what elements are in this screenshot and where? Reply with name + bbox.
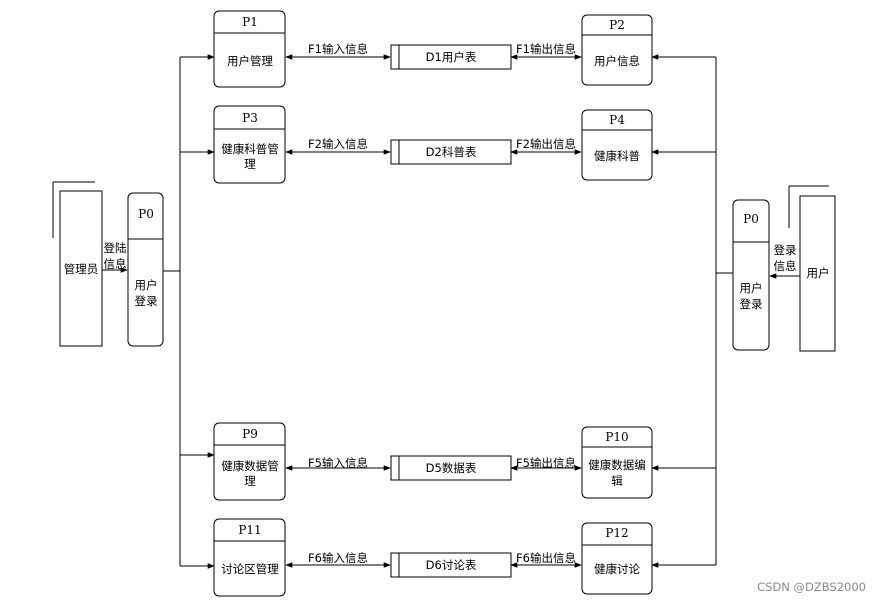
right-login-id: P0 [743, 212, 759, 226]
process-p9-name-line2: 理 [244, 474, 256, 488]
right-login-process: P0 用户 登录 [732, 199, 770, 351]
process-p9: P9 健康数据管 理 [213, 422, 286, 501]
flow-f6-in: F6输入信息 [308, 551, 368, 565]
right-login-name-line2: 登录 [740, 297, 763, 311]
datastore-d2: D2科普表 [390, 139, 512, 165]
admin-login-flow-line1: 登陆 [104, 241, 127, 255]
process-p2: P2 用户信息 [581, 14, 653, 86]
process-p3-name-line1: 健康科普管 [221, 142, 279, 156]
process-p10: P10 健康数据编 辑 [581, 426, 653, 499]
datastore-d1-label: D1用户表 [426, 50, 477, 64]
process-p12-name: 健康讨论 [594, 562, 640, 576]
flow-f2-out: F2输出信息 [516, 137, 576, 151]
flow-f5-in: F5输入信息 [308, 456, 368, 470]
flow-f5-out: F5输出信息 [516, 456, 576, 470]
datastore-d5: D5数据表 [390, 455, 512, 481]
user-entity: 用户 [788, 185, 836, 352]
flow-f1-out: F1输出信息 [516, 42, 576, 56]
process-p11-name: 讨论区管理 [221, 562, 279, 576]
datastore-d6: D6讨论表 [390, 552, 512, 578]
datastore-d2-label: D2科普表 [426, 145, 477, 159]
process-p3-id: P3 [242, 111, 258, 125]
process-p9-id: P9 [242, 427, 258, 441]
admin-entity-label: 管理员 [64, 262, 99, 276]
admin-login-flow-line2: 信息 [104, 257, 127, 271]
datastore-d1: D1用户表 [390, 44, 512, 70]
process-p11: P11 讨论区管理 [213, 518, 286, 597]
flow-f6-out: F6输出信息 [516, 551, 576, 565]
user-entity-label: 用户 [807, 266, 830, 280]
datastore-d5-label: D5数据表 [426, 461, 477, 475]
user-login-flow-line2: 信息 [774, 259, 797, 273]
process-p4-id: P4 [609, 113, 625, 127]
process-p2-id: P2 [609, 18, 625, 32]
left-login-id: P0 [138, 207, 154, 221]
process-p10-name-line2: 辑 [611, 474, 623, 488]
process-p10-id: P10 [605, 430, 628, 444]
admin-entity: 管理员 [52, 181, 103, 347]
watermark: CSDN @DZBS2000 [757, 580, 866, 594]
process-p12-id: P12 [605, 526, 628, 540]
process-p1-name: 用户管理 [227, 54, 273, 68]
datastore-d6-label: D6讨论表 [426, 558, 477, 572]
process-p9-name-line1: 健康数据管 [221, 459, 279, 473]
process-p3: P3 健康科普管 理 [213, 105, 286, 184]
right-login-name-line1: 用户 [740, 281, 763, 295]
process-p1: P1 用户管理 [213, 10, 286, 88]
process-p4: P4 健康科普 [581, 109, 653, 181]
process-p12: P12 健康讨论 [581, 522, 653, 595]
process-p4-name: 健康科普 [594, 149, 640, 163]
flow-f2-in: F2输入信息 [308, 137, 368, 151]
process-p1-id: P1 [242, 15, 258, 29]
process-p3-name-line2: 理 [244, 157, 256, 171]
left-login-process: P0 用户 登录 [127, 192, 164, 347]
flow-f1-in: F1输入信息 [308, 42, 368, 56]
process-p11-id: P11 [238, 523, 261, 537]
left-login-name-line1: 用户 [135, 278, 158, 292]
left-login-name-line2: 登录 [135, 294, 158, 308]
process-p2-name: 用户信息 [594, 54, 640, 68]
process-p10-name-line1: 健康数据编 [588, 458, 646, 472]
user-login-flow-line1: 登录 [774, 243, 797, 257]
